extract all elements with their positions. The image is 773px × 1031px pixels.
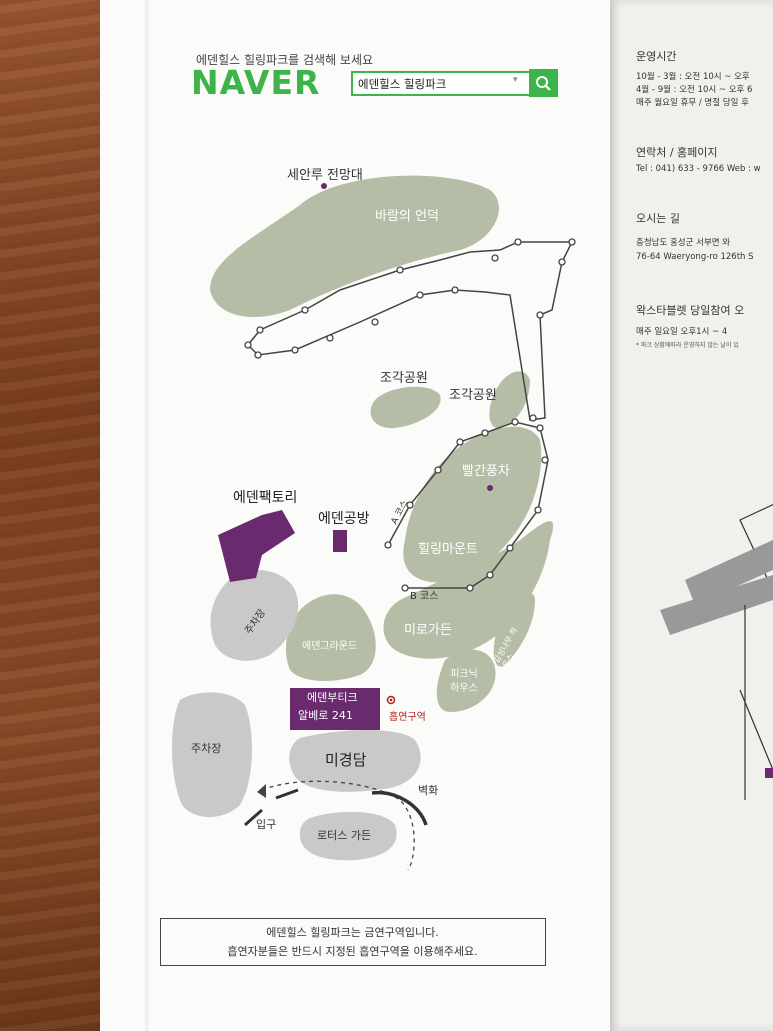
b-course-label: B 코스 (410, 591, 439, 602)
search-button[interactable] (529, 69, 558, 97)
wind-hill-label: 바람의 언덕 (375, 209, 439, 224)
miro-garden-label: 미로가든 (404, 623, 452, 638)
dropdown-icon[interactable]: ▾ (513, 75, 518, 85)
smoking-area-label: 흡연구역 (389, 712, 426, 723)
panel-fold-shadow (145, 0, 151, 1031)
eden-ground-label: 에덴그라운드 (302, 641, 358, 652)
seanru-label: 세안루 전망대 (287, 168, 363, 183)
search-input-value: 에덴힐스 힐링파크 (358, 77, 447, 91)
contact-line: Tel : 041) 633 - 9766 Web : w (636, 164, 761, 174)
directions-title: 오시는 길 (636, 212, 680, 225)
eden-boutique-building (290, 688, 380, 730)
sensory-house-area (493, 593, 535, 667)
entrance-arrow-icon (257, 784, 266, 798)
lotus-garden-label: 로터스 가든 (317, 829, 372, 842)
address-english: 76-64 Waeryong-ro 126th S (636, 252, 754, 262)
red-wagon-marker (487, 485, 493, 491)
entrance-label: 입구 (256, 818, 277, 831)
naver-logo: NAVER (191, 63, 321, 102)
entrance-path (261, 780, 415, 871)
healing-mount-label: 힐링마운트 (418, 542, 478, 557)
eden-workshop-label: 에덴공방 (318, 511, 370, 527)
sculpture-park-area-2 (489, 371, 530, 429)
workshop-title: 왁스타블렛 당일참여 오 (636, 304, 745, 317)
sculpture-park-area-1 (370, 386, 441, 429)
workshop-line: 매주 일요일 오후1시 ~ 4 (636, 327, 728, 337)
picnic-house-label: 피크닉하우스 (450, 669, 478, 694)
parking-label-2: 주차장 (191, 742, 222, 755)
red-wagon-label: 빨간풍차 (462, 464, 510, 479)
migyeongdam-area (289, 730, 421, 792)
eden-ground-area (285, 594, 376, 682)
course-waypoints (244, 238, 576, 592)
hours-title: 운영시간 (636, 50, 677, 63)
seanru-marker (321, 183, 327, 189)
eden-boutique-label: 에덴부티크 (307, 691, 358, 704)
search-input[interactable]: 에덴힐스 힐링파크 ▾ (351, 71, 531, 96)
wind-hill-course-line (246, 241, 574, 421)
no-smoking-notice: 에덴힐스 힐링파크는 금연구역입니다. 흡연자분들은 반드시 지정된 흡연구역을… (160, 918, 546, 966)
search-icon (536, 76, 551, 91)
sculpture-park-label-1: 조각공원 (380, 371, 428, 386)
hours-line-3: 매주 월요일 휴무 / 명절 당일 후 (636, 98, 749, 108)
lotus-garden-area (299, 811, 397, 861)
parking-area-2 (171, 692, 252, 818)
search-tagline: 에덴힐스 힐링파크를 검색해 보세요 (196, 53, 374, 67)
eden-factory-building (218, 510, 295, 582)
sculpture-park-label-2: 조각공원 (449, 388, 497, 403)
info-panel: 운영시간 10월 - 3월 : 오전 10시 ~ 오후 4월 - 9월 : 오전… (600, 0, 773, 1031)
hours-line-2: 4월 - 9월 : 오전 10시 ~ 오후 6 (636, 85, 753, 95)
parking-area-1 (210, 570, 299, 661)
workshop-note: * 파크 상황에따라 운영하지 않는 날이 있 (636, 342, 739, 349)
mural-wall (371, 790, 428, 826)
eden-factory-label: 에덴팩토리 (233, 490, 298, 506)
eden-workshop-building (333, 530, 347, 552)
wall-segment-2 (244, 808, 263, 827)
wind-hill-area (210, 175, 499, 318)
wall-segment-1 (275, 788, 299, 800)
migyeongdam-label: 미경담 (325, 751, 367, 769)
contact-title: 연락처 / 홈페이지 (636, 146, 718, 159)
notice-line-2: 흡연자분들은 반드시 지정된 흡연구역을 이용해주세요. (227, 945, 478, 958)
address-korean: 충청남도 홍성군 서부면 와 (636, 238, 731, 248)
albero-label: 알베로 241 (298, 709, 353, 722)
picnic-house-area (436, 649, 496, 712)
smoking-area-marker (386, 695, 396, 705)
info-panel-map-fragment (660, 500, 773, 800)
hours-line-1: 10월 - 3월 : 오전 10시 ~ 오후 (636, 72, 750, 82)
mural-label: 벽화 (418, 784, 439, 797)
notice-line-1: 에덴힐스 힐링파크는 금연구역입니다. (266, 926, 439, 939)
healing-mount-area (403, 426, 542, 583)
